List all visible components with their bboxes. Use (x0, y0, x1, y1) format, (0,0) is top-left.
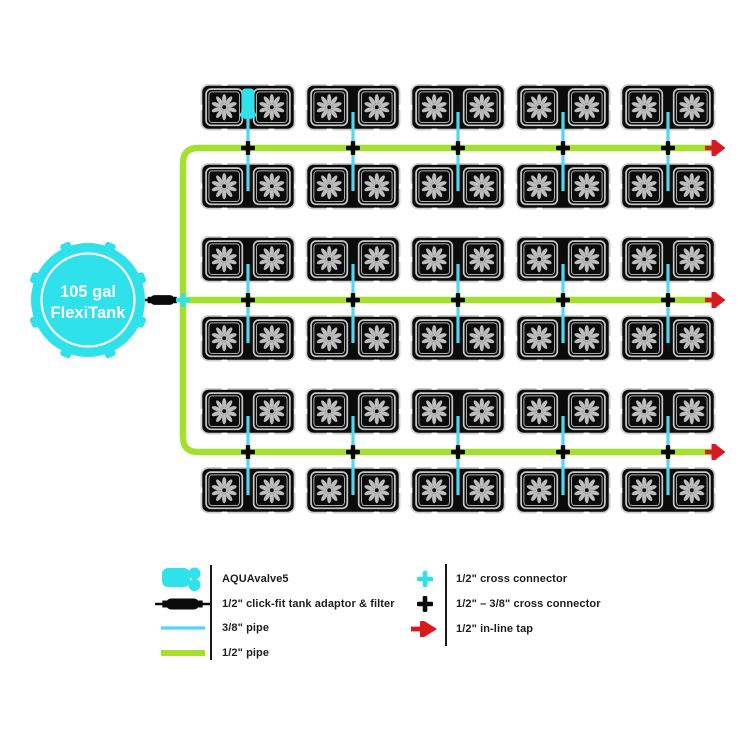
legend-left-column: AQUAvalve5 1/2" click-fit tank adaptor &… (155, 565, 445, 666)
cross-connector-1-2-3-8-icon (451, 445, 465, 459)
legend-right-column: 1/2" cross connector 1/2" – 3/8" cross c… (405, 564, 695, 646)
legend-row-pipe-3-8: 3/8" pipe (155, 616, 445, 641)
cross-connector-1-2-3-8-icon (241, 293, 255, 307)
cross-connector-1-2-3-8-icon (556, 445, 570, 459)
cross-connector-1-2-3-8-icon (346, 293, 360, 307)
cross-connector-1-2-3-8-icon (661, 445, 675, 459)
legend-row-tank-adaptor: 1/2" click-fit tank adaptor & filter (155, 592, 445, 617)
pipe-1-2-icon (155, 648, 210, 658)
cross-connector-1-2-3-8-icon (241, 445, 255, 459)
inline-tap-icon (705, 292, 726, 308)
legend-row-aquavalve: AQUAvalve5 (155, 567, 445, 592)
cross-connector-1-2-3-8-icon (346, 141, 360, 155)
legend-label: 1/2" pipe (222, 646, 270, 659)
legend-label: 1/2" cross connector (456, 572, 568, 585)
cross-connector-1-2-3-8-icon (556, 293, 570, 307)
cross-connector-1-2-3-8-icon (451, 141, 465, 155)
flexitank (29, 241, 147, 359)
cross-connector-1-2-3-8-icon (451, 293, 465, 307)
cross-connector-1-2-3-8-icon (661, 141, 675, 155)
legend-label: 3/8" pipe (222, 622, 270, 635)
legend-divider (445, 564, 447, 646)
legend-label: 1/2" click-fit tank adaptor & filter (222, 597, 395, 610)
cross-connector-1-2-3-8-icon (405, 595, 445, 613)
legend-row-cross-1-2-3-8: 1/2" – 3/8" cross connector (405, 591, 695, 616)
legend-label: 1/2" in-line tap (456, 622, 534, 635)
aquavalve-icon (239, 88, 257, 120)
tank-adaptor-icon (155, 595, 210, 613)
inline-tap-icon (705, 140, 726, 156)
tank-label-line1: 105 gal (60, 283, 116, 301)
legend-row-inline-tap: 1/2" in-line tap (405, 616, 695, 641)
legend-row-cross-1-2: 1/2" cross connector (405, 566, 695, 591)
inline-tap-icon (705, 444, 726, 460)
legend-label: AQUAvalve5 (222, 573, 289, 586)
legend-divider (210, 565, 212, 660)
aquavalve-icon (155, 566, 210, 592)
cross-connector-1-2-3-8-icon (661, 293, 675, 307)
legend-label: 1/2" – 3/8" cross connector (456, 597, 601, 610)
cross-connector-1-2-icon (405, 570, 445, 588)
legend-row-pipe-1-2: 1/2" pipe (155, 641, 445, 666)
pipe-3-8-icon (155, 624, 210, 632)
tank-label-line2: FlexiTank (51, 304, 127, 322)
cross-connector-1-2-icon (176, 293, 190, 307)
inline-tap-icon (405, 620, 445, 638)
cross-connector-1-2-3-8-icon (556, 141, 570, 155)
cross-connector-1-2-3-8-icon (346, 445, 360, 459)
cross-connector-1-2-3-8-icon (241, 141, 255, 155)
